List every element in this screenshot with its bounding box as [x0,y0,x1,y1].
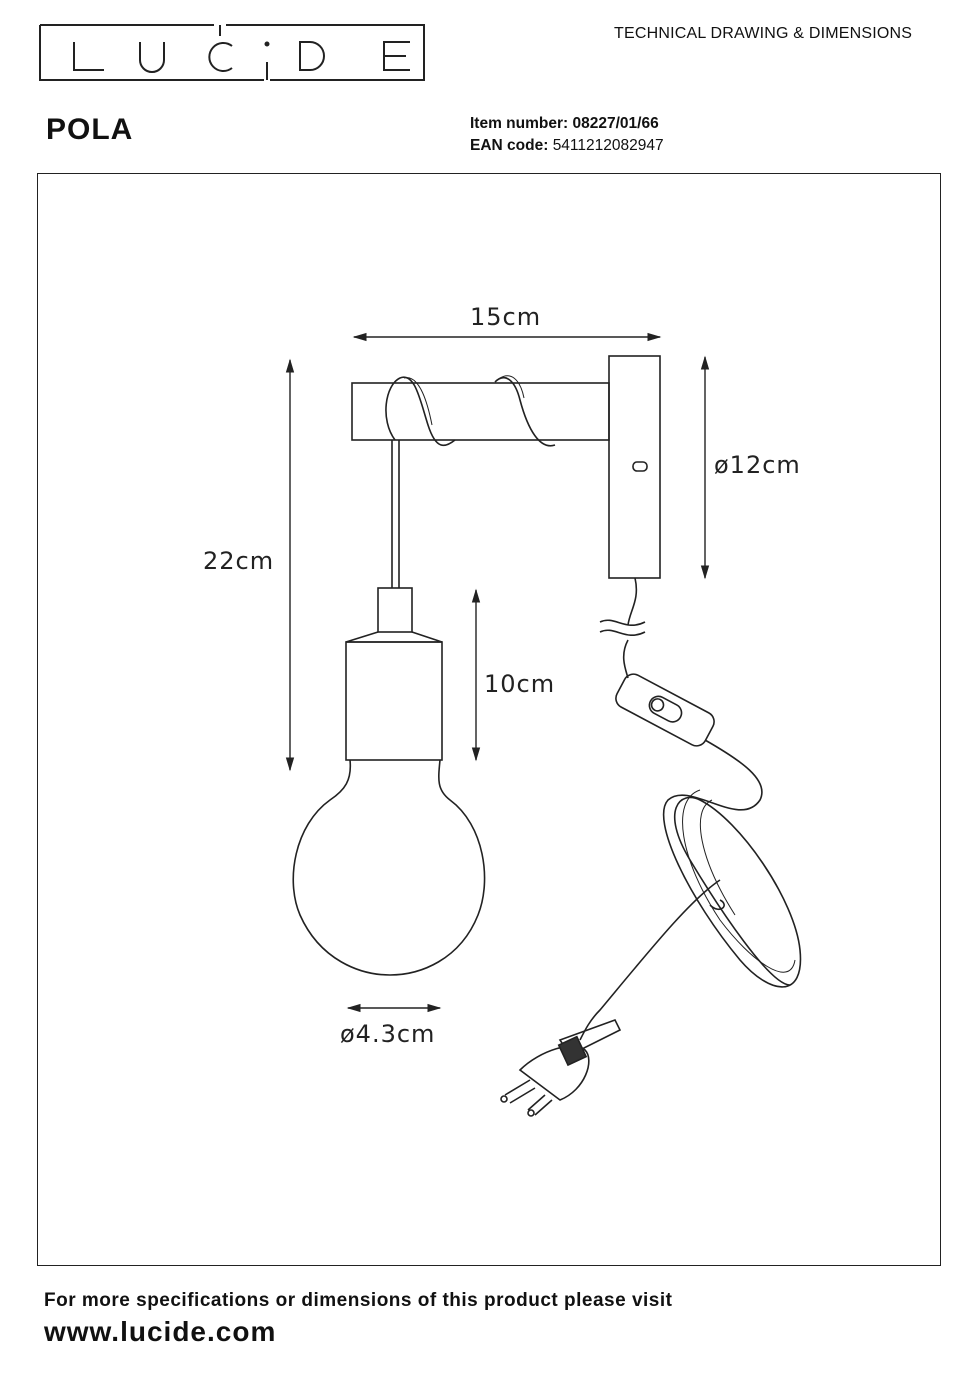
cord-wrap [385,376,556,447]
pendant-cord [391,440,400,588]
product-name: POLA [46,113,134,146]
footer-text: For more specifications or dimensions of… [44,1290,673,1311]
inline-switch [615,673,715,747]
ean-code: 5411212082947 [552,137,664,154]
height-label: 22cm [203,547,274,575]
pendant-height-label: 10cm [484,670,555,698]
wall-plate [608,355,661,579]
bulb-diameter-label: ø4.3cm [340,1020,435,1048]
item-number-label: Item number: [470,115,569,132]
socket-body [345,641,443,761]
socket-cap [377,587,413,633]
drawing-frame [37,173,941,1266]
ean-label: EAN code: [470,137,549,154]
plate-switch-icon [632,461,648,472]
bulb [292,759,486,976]
item-info: Item number: 08227/01/66 EAN code: 54112… [470,113,664,157]
plug [500,1019,622,1117]
item-number: 08227/01/66 [572,115,659,132]
lucide-logo [39,24,425,81]
power-cord [599,577,646,679]
width-label: 15cm [470,303,541,331]
website-link[interactable]: www.lucide.com [44,1316,277,1347]
plate-diameter-label: ø12cm [714,451,801,479]
document-type: TECHNICAL DRAWING & DIMENSIONS [614,25,913,42]
